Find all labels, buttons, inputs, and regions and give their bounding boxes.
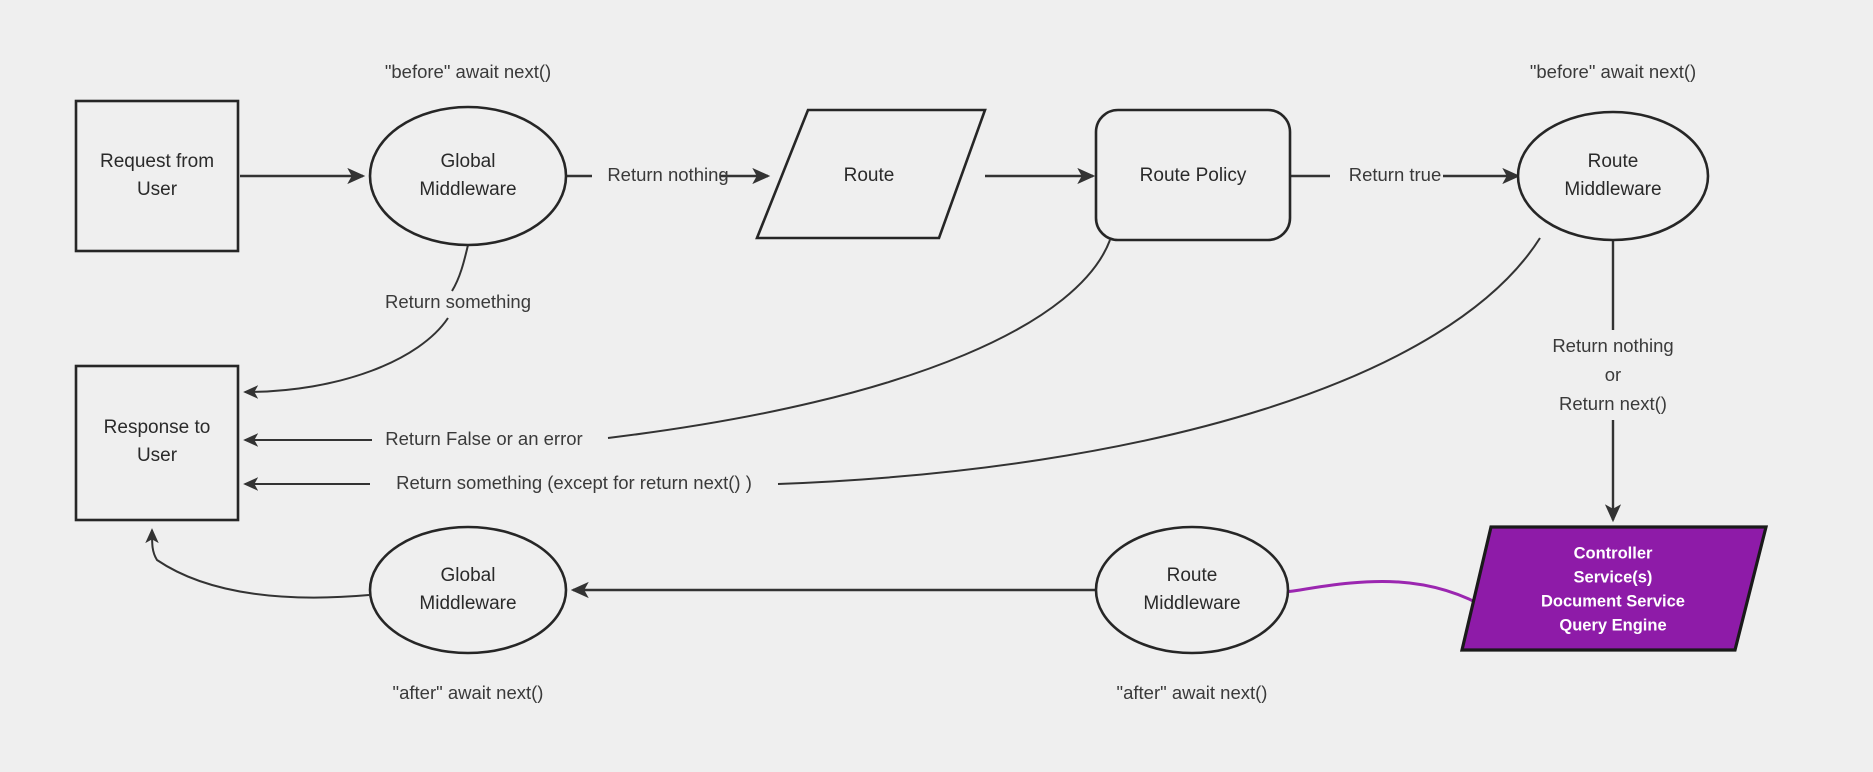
node-route-middleware-top[interactable]: Route Middleware [1516,110,1710,242]
global-middleware-bottom-label-line2: Middleware [419,593,516,614]
node-route-middleware-bottom[interactable]: Route Middleware [1094,525,1290,655]
node-controller-services[interactable]: Controller Service(s) Document Service Q… [1459,525,1769,652]
response-to-user-label-line1: Response to [104,417,211,438]
node-route[interactable]: Route [755,108,987,240]
route-middleware-bottom-label-line2: Middleware [1143,593,1240,614]
annotation-after-await-next-global: "after" await next() [393,682,544,703]
edge-label-return-false-or-error: Return False or an error [385,428,582,449]
controller-label-line3: Document Service [1541,592,1685,610]
controller-label-line1: Controller [1574,544,1653,562]
annotation-after-await-next-route: "after" await next() [1117,682,1268,703]
annotation-before-await-next-global: "before" await next() [385,61,551,82]
node-global-middleware-bottom[interactable]: Global Middleware [368,525,568,655]
annotation-before-await-next-route: "before" await next() [1530,61,1696,82]
route-middleware-bottom-label-line1: Route [1167,565,1218,586]
request-from-user-label-line2: User [137,179,178,200]
controller-label-line2: Service(s) [1574,568,1653,586]
route-middleware-top-label-line1: Route [1588,151,1639,172]
controller-label-line4: Query Engine [1559,616,1666,634]
global-middleware-top-label-line1: Global [441,151,496,172]
node-response-to-user[interactable]: Response to User [74,364,240,522]
route-policy-label: Route Policy [1140,165,1247,186]
edge-route-middleware-to-response-right [777,237,1541,485]
response-to-user-label-line2: User [137,445,178,466]
edge-label-return-something: Return something [385,291,531,312]
request-from-user-label-line1: Request from [100,151,214,172]
global-middleware-top-label-line2: Middleware [419,179,516,200]
edge-global-middleware-return-something-upper [451,244,469,292]
edge-label-return-nothing: Return nothing [607,164,728,185]
route-label: Route [844,165,895,186]
edge-global-middleware-bottom-to-response [145,528,370,599]
edge-global-middleware-return-something-lower [243,317,449,399]
node-global-middleware-top[interactable]: Global Middleware [368,105,568,247]
edge-label-return-true: Return true [1349,164,1442,185]
node-route-policy[interactable]: Route Policy [1094,108,1292,242]
global-middleware-bottom-label-line1: Global [441,565,496,586]
edge-label-return-nothing-or-next-line3: Return next() [1559,393,1667,414]
edge-label-return-nothing-or-next-line1: Return nothing [1552,335,1673,356]
edge-route-policy-to-response-right [607,239,1111,439]
edge-label-return-something-except: Return something (except for return next… [396,472,752,493]
edge-label-return-nothing-or-next-line2: or [1605,364,1621,385]
node-request-from-user[interactable]: Request from User [74,99,240,253]
route-middleware-top-label-line2: Middleware [1564,179,1661,200]
